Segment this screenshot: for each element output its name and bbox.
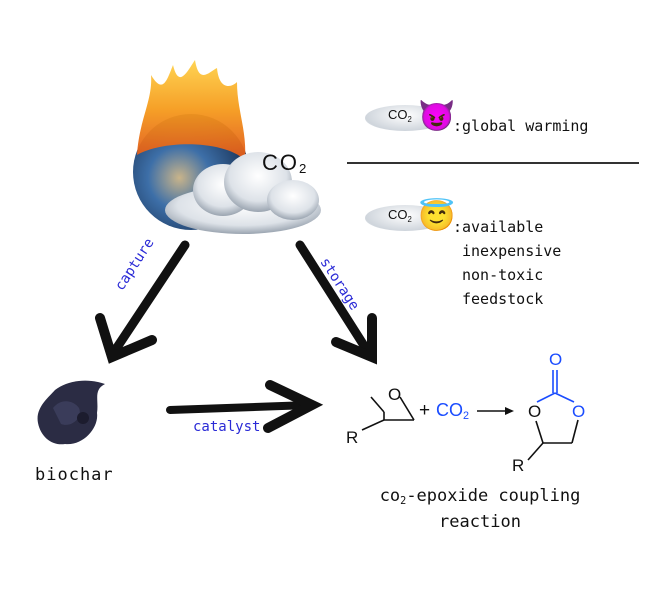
legend-good-line: :available — [453, 218, 544, 236]
legend-good-co2-main: CO — [388, 207, 408, 222]
legend-bad-co2-main: CO — [388, 107, 408, 122]
capture-arrowhead — [95, 313, 157, 364]
biochar-image — [33, 378, 113, 448]
co2-label-sub: 2 — [299, 161, 309, 176]
angel-emoji-icon: 😇 — [418, 199, 456, 234]
reaction-caption-line1: CO2-epoxide coupling — [360, 486, 600, 512]
reactant-co2: CO2 — [436, 400, 469, 422]
ring-oxygen-left: O — [528, 402, 542, 421]
legend-good-line: non-toxic — [462, 266, 544, 284]
caption-co2: CO — [379, 486, 401, 506]
catalyst-arrow — [166, 401, 314, 414]
small-cloud-icon — [365, 105, 445, 131]
reactant-co2-main: CO — [436, 400, 463, 420]
reaction-arrowhead — [505, 407, 514, 415]
product-r-group: R — [512, 456, 525, 475]
legend-good-line: feedstock — [462, 290, 544, 308]
reactant-co2-sub: 2 — [463, 410, 470, 422]
fire-flames — [137, 60, 246, 160]
legend-bad: CO2 😈 :global warming — [360, 95, 650, 145]
storage-arrow — [295, 240, 375, 360]
ring-oxygen-right: O — [572, 402, 586, 421]
cloud — [165, 152, 321, 234]
legend-divider — [347, 162, 639, 164]
legend-good-line: inexpensive — [462, 242, 562, 260]
co2-label-main: CO — [262, 150, 299, 175]
caption-co2-sub: 2 — [400, 496, 407, 507]
small-cloud-icon — [365, 205, 445, 231]
devil-emoji-icon: 😈 — [418, 99, 456, 134]
burning-earth-illustration — [133, 60, 333, 240]
capture-arrow — [107, 240, 190, 360]
storage-arrowhead — [331, 313, 377, 365]
epoxide-r-group: R — [346, 428, 359, 447]
catalyst-label: catalyst — [193, 419, 261, 435]
legend-bad-co2: CO2 — [388, 107, 412, 124]
reaction-bonds — [361, 370, 579, 461]
co2-label: CO2 — [262, 150, 308, 176]
legend-good-co2: CO2 — [388, 207, 412, 224]
carbonyl-oxygen: O — [549, 350, 563, 369]
plus-sign: + — [419, 400, 431, 421]
legend-good-co2-sub: 2 — [407, 215, 412, 224]
catalyst-arrowhead — [263, 380, 324, 433]
legend-good-lines: :available inexpensive non-toxic feedsto… — [453, 215, 561, 311]
caption-rest: -epoxide coupling — [406, 486, 581, 506]
legend-bad-label: :global warming — [453, 117, 589, 135]
epoxide-oxygen: O — [388, 385, 402, 404]
legend-good: CO2 😇 :available inexpensive non-toxic f… — [360, 195, 650, 308]
biochar-label: biochar — [35, 465, 114, 485]
reaction-caption-line2: reaction — [439, 512, 521, 532]
reaction-caption: CO2-epoxide coupling reaction — [360, 486, 600, 532]
legend-bad-co2-sub: 2 — [407, 115, 412, 124]
